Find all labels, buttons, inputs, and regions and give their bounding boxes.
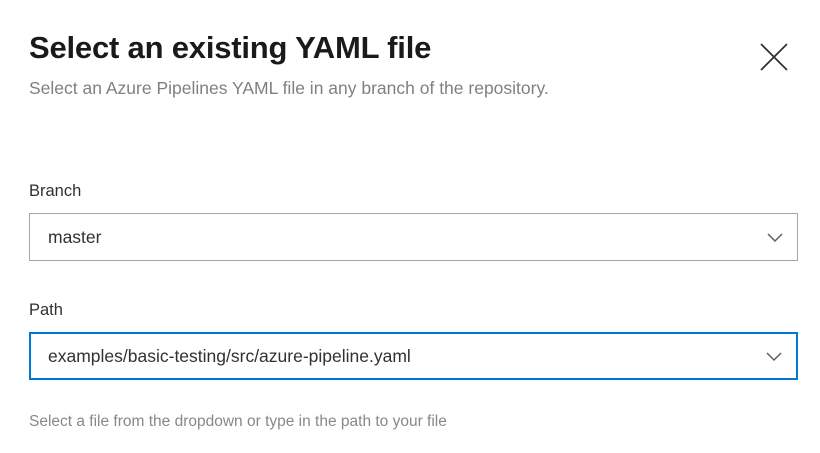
path-chevron-down-icon[interactable]	[752, 333, 796, 379]
branch-label: Branch	[29, 182, 82, 200]
branch-field-group: Branch	[29, 180, 798, 261]
branch-chevron-down-icon[interactable]	[753, 214, 797, 260]
close-icon	[759, 42, 789, 72]
path-field-group: Path	[29, 299, 798, 380]
branch-input[interactable]	[30, 224, 753, 250]
path-label: Path	[29, 301, 63, 319]
page-title: Select an existing YAML file	[29, 30, 432, 65]
close-button[interactable]	[750, 33, 798, 81]
path-input[interactable]	[31, 343, 752, 369]
dialog-subtitle: Select an Azure Pipelines YAML file in a…	[29, 78, 549, 98]
branch-combobox[interactable]	[29, 213, 798, 261]
path-combobox[interactable]	[29, 332, 798, 380]
dialog-header: Select an existing YAML file Select an A…	[29, 29, 729, 104]
path-helper-text: Select a file from the dropdown or type …	[29, 413, 447, 430]
